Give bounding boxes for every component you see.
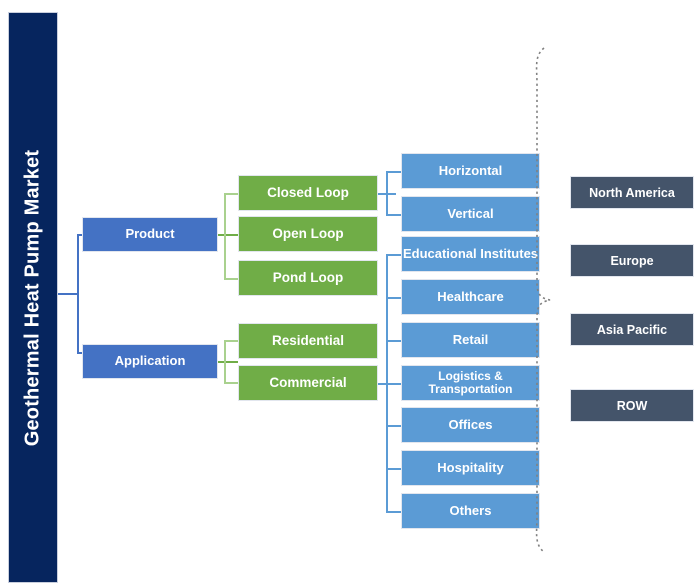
connector-commercial-to-healthcare (386, 297, 401, 299)
connector-root-stub (58, 293, 78, 295)
subsegment-box-open-loop[interactable]: Open Loop (238, 216, 378, 252)
connector-application-spine (224, 340, 226, 382)
leaf-box-healthcare[interactable]: Healthcare (401, 279, 540, 315)
connector-commercial-to-retail (386, 340, 401, 342)
connector-application-to-commercial (224, 382, 240, 384)
region-box-europe[interactable]: Europe (570, 244, 694, 277)
leaf-label-retail: Retail (452, 331, 489, 347)
subsegment-label-closed-loop: Closed Loop (267, 185, 349, 201)
subsegment-label-pond-loop: Pond Loop (272, 270, 344, 286)
connector-application-stub (218, 361, 238, 363)
segment-label-application: Application (114, 353, 186, 369)
root-node-label: Geothermal Heat Pump Market (21, 149, 44, 446)
subsegment-box-commercial[interactable]: Commercial (238, 365, 378, 401)
subsegment-label-commercial: Commercial (269, 375, 347, 391)
connector-commercial-to-offices (386, 425, 401, 427)
connector-application-to-residential (224, 340, 240, 342)
region-box-north-america[interactable]: North America (570, 176, 694, 209)
root-node-geothermal-heat-pump-market: Geothermal Heat Pump Market (8, 12, 58, 583)
leaf-label-hospitality: Hospitality (437, 459, 504, 475)
leaf-label-others: Others (449, 502, 492, 518)
leaf-label-offices: Offices (448, 416, 493, 432)
segment-box-product[interactable]: Product (82, 217, 218, 252)
subsegment-label-residential: Residential (271, 333, 345, 349)
leaf-label-horizontal: Horizontal (438, 162, 503, 178)
segment-box-application[interactable]: Application (82, 344, 218, 379)
connector-closed-loop-spine (386, 171, 388, 215)
connector-closed-loop-to-horizontal (386, 171, 401, 173)
subsegment-box-closed-loop[interactable]: Closed Loop (238, 175, 378, 211)
connector-commercial-to-others (386, 511, 401, 513)
leaf-box-vertical[interactable]: Vertical (401, 196, 540, 232)
leaf-label-healthcare: Healthcare (437, 288, 504, 304)
connector-commercial-to-educational-institutes (386, 254, 401, 256)
leaf-box-horizontal[interactable]: Horizontal (401, 153, 540, 189)
region-label-europe: Europe (610, 253, 654, 268)
leaf-box-retail[interactable]: Retail (401, 322, 540, 358)
connector-closed-loop-to-vertical (386, 214, 401, 216)
connector-product-spine (224, 193, 226, 279)
region-label-north-america: North America (589, 185, 675, 200)
leaf-label-vertical: Vertical (447, 205, 494, 221)
leaf-box-others[interactable]: Others (401, 493, 540, 529)
leaf-box-logistics-transportation[interactable]: Logistics & Transportation (401, 365, 540, 401)
connector-commercial-spine (386, 254, 388, 511)
subsegment-label-open-loop: Open Loop (272, 226, 344, 242)
connector-product-stub (218, 234, 238, 236)
region-box-asia-pacific[interactable]: Asia Pacific (570, 313, 694, 346)
leaf-box-offices[interactable]: Offices (401, 407, 540, 443)
leaf-label-logistics-transportation: Logistics & Transportation (428, 368, 513, 396)
leaf-label-educational-institutes: Educational Institutes (402, 245, 539, 261)
leaf-box-hospitality[interactable]: Hospitality (401, 450, 540, 486)
region-label-asia-pacific: Asia Pacific (596, 322, 668, 337)
region-box-row[interactable]: ROW (570, 389, 694, 422)
connector-product-to-closed-loop (224, 193, 240, 195)
connector-commercial-to-logistics-transportation (386, 383, 401, 385)
connector-root-spine (77, 234, 79, 353)
region-label-row: ROW (616, 398, 648, 413)
subsegment-box-residential[interactable]: Residential (238, 323, 378, 359)
connector-commercial-to-hospitality (386, 468, 401, 470)
segment-label-product: Product (125, 226, 175, 242)
leaf-box-educational-institutes[interactable]: Educational Institutes (401, 236, 540, 272)
subsegment-box-pond-loop[interactable]: Pond Loop (238, 260, 378, 296)
connector-product-to-pond-loop (224, 278, 240, 280)
